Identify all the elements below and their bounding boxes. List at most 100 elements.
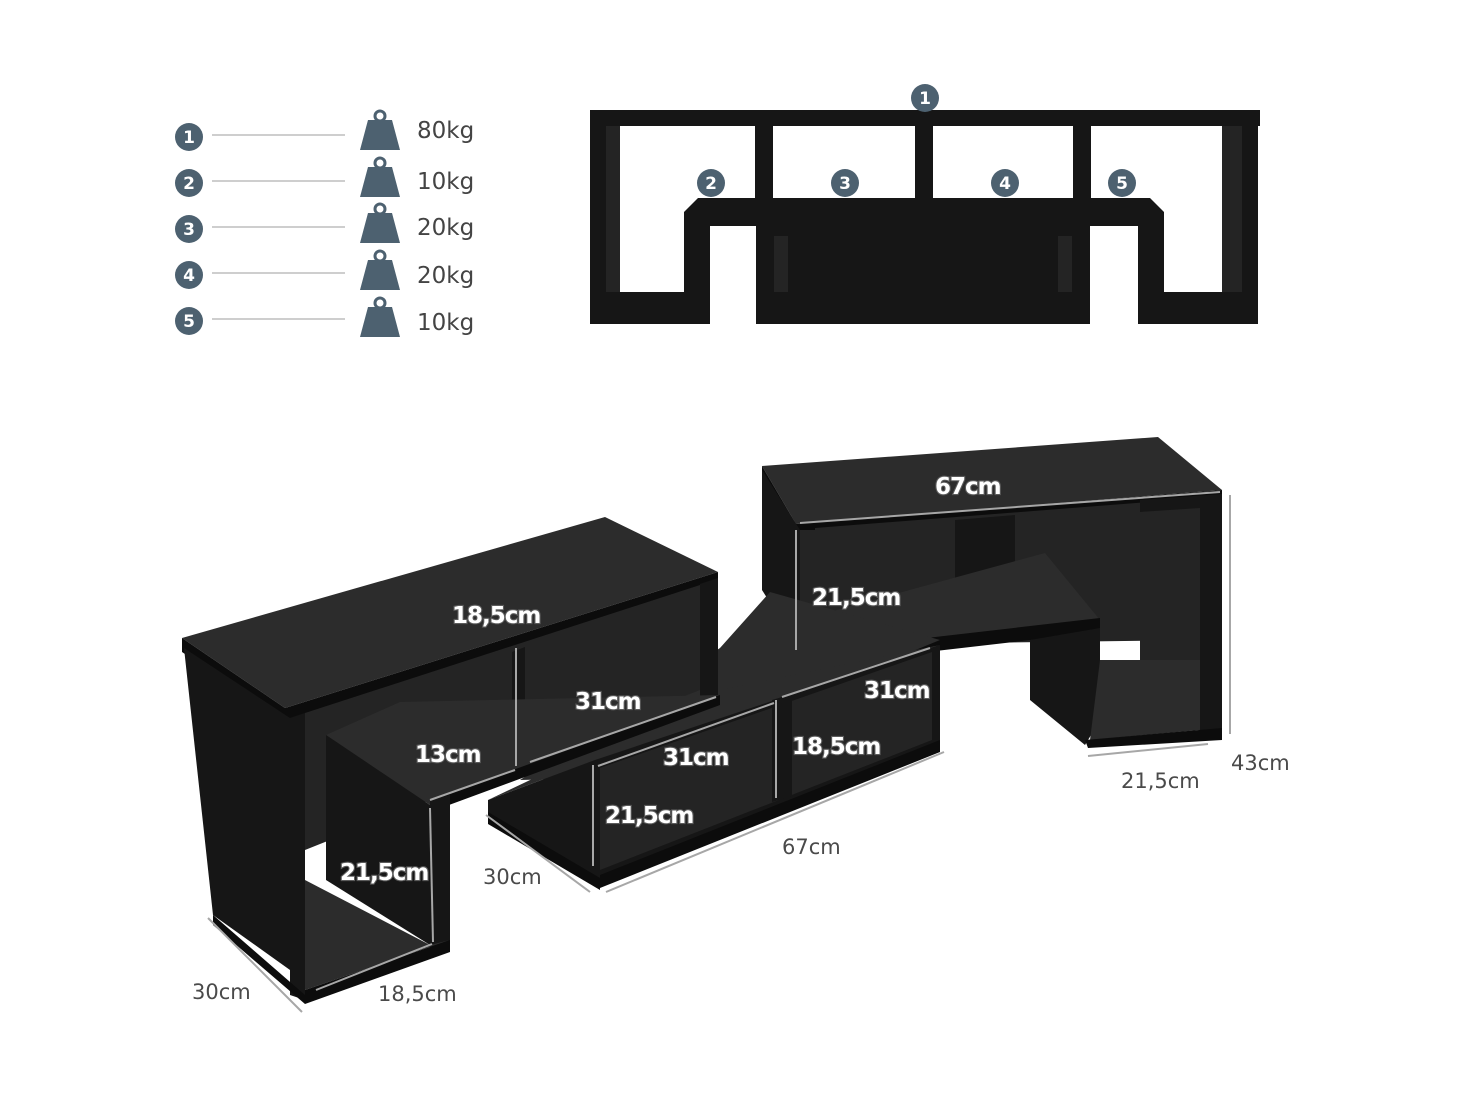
legend-row-3: 3 20kg xyxy=(175,202,474,243)
dim-left-inner-depth xyxy=(529,696,717,763)
legend-badge-number: 1 xyxy=(183,128,195,148)
panel xyxy=(430,795,450,958)
dim-label-left-depth: 30cm xyxy=(192,980,251,1004)
back-panel xyxy=(600,652,932,870)
panel xyxy=(756,292,1090,324)
weight-icon xyxy=(360,156,400,197)
dim-left-depth xyxy=(207,917,303,1013)
panel xyxy=(684,212,710,324)
panel-inner-side xyxy=(606,126,620,294)
shelf-board xyxy=(305,880,450,990)
badge-3: 3 xyxy=(831,169,859,197)
left-unit xyxy=(182,517,720,1004)
dim-label-mid-lower-height: 21,5cm xyxy=(605,803,693,829)
legend-badge-number: 4 xyxy=(183,266,195,286)
left-unit-top xyxy=(182,517,718,708)
dim-label-right-inner-height: 21,5cm xyxy=(812,585,900,611)
legend-weight-label: 20kg xyxy=(417,263,474,289)
legend-row-4: 4 20kg xyxy=(175,249,474,290)
dim-label-left-bottom-width: 18,5cm xyxy=(378,982,457,1006)
dim-mid-depth-a xyxy=(597,702,775,767)
dimension-labels: 67cm 21,5cm 18,5cm 31cm 13cm 21,5cm 31cm… xyxy=(192,473,1290,1006)
panel xyxy=(1140,494,1222,740)
dim-top-width xyxy=(799,491,1221,524)
legend-weight-label: 80kg xyxy=(417,118,474,144)
dim-mid-length xyxy=(605,751,945,893)
legend-row-5: 5 10kg xyxy=(175,296,474,337)
panel xyxy=(213,915,305,1004)
panel xyxy=(326,735,430,945)
legend-weight-label: 10kg xyxy=(417,169,474,195)
dim-label-left-inner-depth: 31cm xyxy=(575,689,641,715)
dim-right-bottom-width xyxy=(1087,743,1209,757)
legend-badge-number: 2 xyxy=(183,174,195,194)
dim-label-total-height: 43cm xyxy=(1231,751,1290,775)
legend-badge-5 xyxy=(175,307,203,335)
weight-icon xyxy=(360,249,400,290)
dimension-lines xyxy=(207,491,1231,1013)
badge-number: 1 xyxy=(919,89,931,109)
panel-inner-side xyxy=(1058,236,1072,292)
panel xyxy=(600,740,940,888)
badge-4: 4 xyxy=(991,169,1019,197)
middle-shelf xyxy=(684,212,1164,226)
front-view-shelf: 1 2 3 4 5 xyxy=(590,84,1260,324)
dim-label-right-bottom-width: 21,5cm xyxy=(1121,769,1200,793)
badge-5: 5 xyxy=(1108,169,1136,197)
badge-number: 5 xyxy=(1116,174,1128,194)
legend-badge-3 xyxy=(175,215,203,243)
panel xyxy=(184,648,290,970)
panel xyxy=(755,120,773,212)
badge-2: 2 xyxy=(697,169,725,197)
panel xyxy=(1138,212,1164,324)
dim-left-bottom-width xyxy=(315,943,433,991)
panel xyxy=(1242,118,1258,324)
weight-icon xyxy=(360,296,400,337)
middle-shelf xyxy=(684,198,1164,212)
dim-label-mid-length: 67cm xyxy=(782,835,841,859)
panel xyxy=(1085,728,1222,748)
weight-icon xyxy=(360,202,400,243)
badge-number: 2 xyxy=(705,174,717,194)
legend-badge-number: 5 xyxy=(183,312,195,332)
dim-mid-depth-b xyxy=(781,647,931,698)
panel xyxy=(590,118,606,324)
legend-badge-1 xyxy=(175,123,203,151)
dim-left-lower-height xyxy=(429,807,434,943)
dim-label-mid-depth-a: 31cm xyxy=(864,678,930,704)
badge-number: 4 xyxy=(999,174,1011,194)
panel xyxy=(430,695,720,812)
dim-mid-side-depth xyxy=(485,814,591,893)
dim-label-mid-height: 18,5cm xyxy=(792,734,880,760)
weight-icon xyxy=(360,109,400,150)
dim-label-mid-side-depth: 30cm xyxy=(483,865,542,889)
legend-weight-label: 20kg xyxy=(417,215,474,241)
panel xyxy=(1073,120,1091,212)
weight-legend: 1 80kg 2 10kg 3 20k xyxy=(175,109,474,337)
legend-badge-number: 3 xyxy=(183,220,195,240)
panel-inner-side xyxy=(774,236,788,292)
dim-label-left-lower-height: 21,5cm xyxy=(340,860,428,886)
legend-row-2: 2 10kg xyxy=(175,156,474,197)
panel xyxy=(290,713,305,1000)
panel-inner-side xyxy=(1222,126,1242,294)
perspective-view-shelf: 67cm 21,5cm 18,5cm 31cm 13cm 21,5cm 31cm… xyxy=(182,437,1290,1013)
panel xyxy=(915,120,933,220)
panel xyxy=(305,940,450,1004)
dim-label-mid-depth-b: 31cm xyxy=(663,745,729,771)
badge-number: 3 xyxy=(839,174,851,194)
dim-label-top-width: 67cm xyxy=(935,474,1001,500)
legend-row-1: 1 80kg xyxy=(175,109,474,151)
dim-left-step xyxy=(429,769,516,801)
dim-label-left-top-span: 18,5cm xyxy=(452,603,540,629)
shelf-board xyxy=(1090,660,1200,740)
legend-badge-2 xyxy=(175,169,203,197)
panel xyxy=(700,578,718,700)
legend-weight-label: 10kg xyxy=(417,310,474,336)
shelf-board xyxy=(326,695,720,805)
panel xyxy=(1030,628,1100,745)
panel xyxy=(488,812,600,890)
legend-badge-4 xyxy=(175,261,203,289)
badge-1: 1 xyxy=(911,84,939,112)
